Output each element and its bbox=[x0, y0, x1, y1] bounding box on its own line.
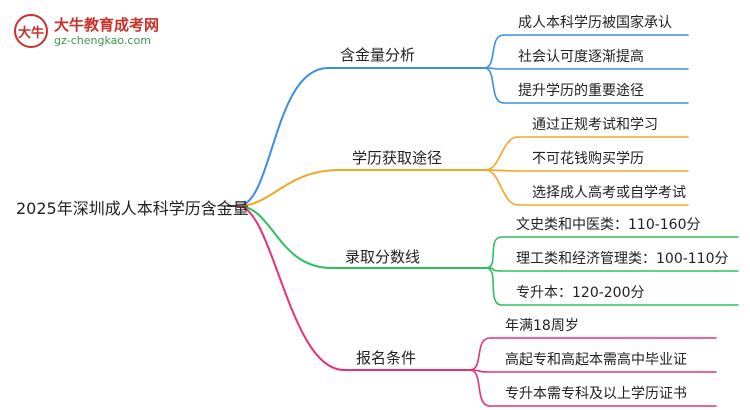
leaf-path-3: 选择成人高考或自学考试 bbox=[532, 185, 686, 201]
leaf-register-3: 专升本需专科及以上学历证书 bbox=[505, 386, 687, 402]
leaf-value-2: 社会认可度逐渐提高 bbox=[518, 49, 644, 65]
branch-link-1 bbox=[237, 169, 487, 207]
leaf-link-2-1 bbox=[485, 267, 739, 272]
leaf-link-1-0 bbox=[485, 136, 689, 171]
branch-link-2 bbox=[237, 205, 487, 269]
branch-admission-score: 录取分数线 bbox=[345, 248, 421, 266]
leaf-path-2: 不可花钱购买学历 bbox=[532, 151, 644, 167]
branch-registration: 报名条件 bbox=[356, 349, 417, 367]
leaf-score-1: 文史类和中医类：110-160分 bbox=[516, 217, 701, 233]
logo-mark-icon: 大牛 bbox=[14, 14, 48, 48]
branch-link-3 bbox=[237, 205, 471, 371]
root-topic: 2025年深圳成人本科学历含金量 bbox=[16, 199, 249, 218]
branch-acquisition-path: 学历获取途径 bbox=[352, 149, 443, 167]
leaf-link-2-0 bbox=[485, 236, 739, 269]
leaf-link-0-2 bbox=[483, 67, 689, 104]
leaf-link-3-2 bbox=[469, 369, 717, 407]
site-logo[interactable]: 大牛 大牛教育成考网 gz-chengkao.com bbox=[14, 12, 164, 52]
leaf-link-0-1 bbox=[483, 67, 689, 70]
leaf-link-3-1 bbox=[469, 369, 717, 373]
leaf-score-2: 理工类和经济管理类：100-110分 bbox=[516, 251, 729, 267]
leaf-link-1-1 bbox=[485, 169, 689, 172]
leaf-link-0-0 bbox=[483, 34, 689, 69]
leaf-link-1-2 bbox=[485, 169, 689, 206]
leaf-register-2: 高起专和高起本需高中毕业证 bbox=[505, 352, 687, 368]
leaf-score-3: 专升本：120-200分 bbox=[516, 285, 645, 301]
leaf-path-1: 通过正规考试和学习 bbox=[532, 117, 658, 133]
branch-value-analysis: 含金量分析 bbox=[340, 46, 416, 64]
leaf-link-2-2 bbox=[485, 267, 739, 306]
leaf-value-1: 成人本科学历被国家承认 bbox=[518, 15, 672, 31]
leaf-register-1: 年满18周岁 bbox=[505, 318, 579, 334]
leaf-value-3: 提升学历的重要途径 bbox=[518, 83, 644, 99]
logo-url: gz-chengkao.com bbox=[54, 34, 151, 47]
branch-link-0 bbox=[237, 67, 485, 207]
leaf-link-3-0 bbox=[469, 337, 717, 371]
logo-name: 大牛教育成考网 bbox=[54, 16, 160, 34]
